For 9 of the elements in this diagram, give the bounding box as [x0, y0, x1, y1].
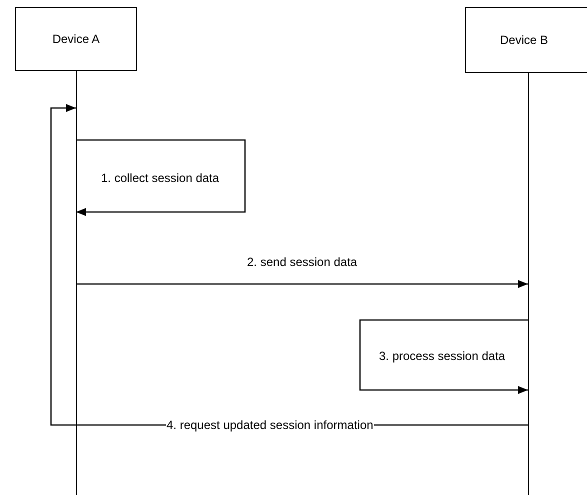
edge-label: 1. collect session data: [100, 171, 220, 185]
participant-box: Device A: [15, 7, 137, 71]
edge-label: 4. request updated session information: [166, 418, 374, 432]
participant-box: Device B: [465, 7, 587, 73]
arrow: [76, 280, 528, 288]
arrow: [359, 319, 528, 394]
edge-label: 3. process session data: [378, 349, 506, 363]
arrow: [76, 139, 246, 216]
edge-label: 2. send session data: [246, 255, 358, 269]
